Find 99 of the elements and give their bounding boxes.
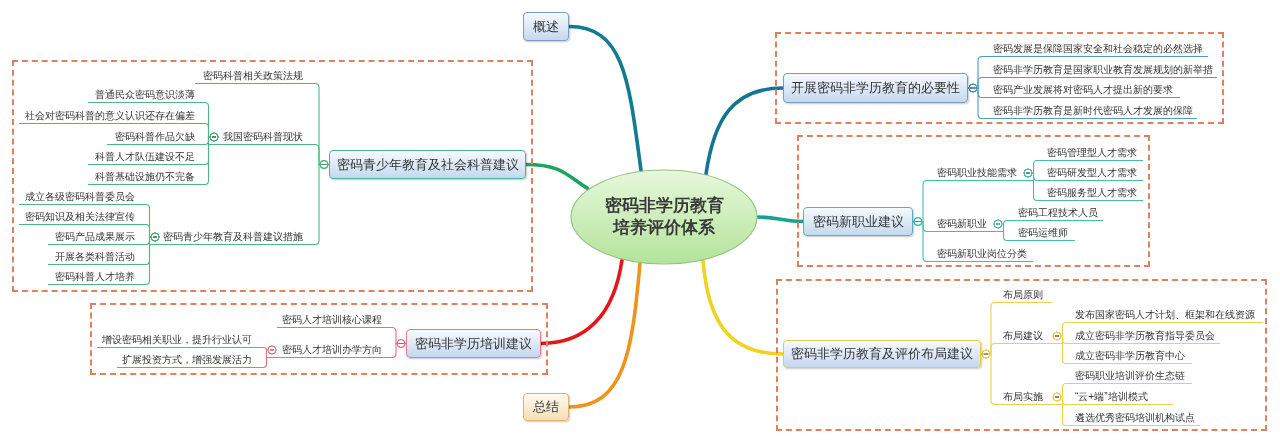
subtopic-text: 科普人才队伍建设不足 [95, 149, 195, 164]
underlined-subtopic [927, 246, 1033, 262]
subtopic-text: 密码工程技术人员 [1018, 205, 1098, 220]
dashed-group-frame [775, 32, 1224, 124]
subtopic-text: 密码管理型人才需求 [1047, 145, 1137, 160]
underlined-subtopic [97, 332, 263, 348]
subtopic-text: 扩展投资方式，增强发展活力 [122, 352, 252, 367]
subtopic-text: 密码新职业 [937, 216, 987, 231]
underlined-subtopic [48, 269, 146, 285]
subtopic-text: 密码研发型人才需求 [1047, 165, 1137, 180]
underlined-subtopic [107, 129, 205, 145]
underlined-subtopic [209, 129, 315, 145]
underlined-subtopic [19, 209, 146, 225]
connector-line [204, 132, 219, 186]
subtopic-text: 增设密码相关职业，提升行业认可 [102, 332, 252, 347]
branch-curve [567, 261, 642, 409]
topic-box: 密码非学历培训建议 [406, 329, 541, 358]
subtopic-text: 普通民众密码意识淡薄 [95, 87, 195, 102]
connector-line [391, 339, 407, 359]
underlined-subtopic [927, 165, 1033, 181]
underlined-subtopic [995, 328, 1062, 344]
underlined-subtopic [1066, 368, 1192, 384]
underlined-subtopic [1007, 205, 1103, 221]
topic-box: 概述 [523, 12, 569, 41]
connector-line [980, 349, 996, 406]
underlined-subtopic [995, 287, 1052, 303]
subtopic-text: “云+端”培训模式 [1075, 389, 1148, 404]
subtopic-text: 布局原则 [1003, 287, 1043, 302]
subtopic-text: 密码非学历教育是新时代密码人才发展的保障 [993, 103, 1193, 118]
subtopic-text: 开展各类科普活动 [55, 249, 135, 264]
underlined-subtopic [195, 68, 315, 84]
subtopic-text: 密码科普相关政策法规 [203, 68, 303, 83]
connector-line [993, 219, 1008, 242]
branch-curve [701, 258, 785, 356]
subtopic-text: 密码人才培训办学方向 [282, 342, 382, 357]
underlined-subtopic [88, 169, 205, 185]
topic-box: 密码青少年教育及社会科普建议 [329, 150, 526, 179]
topic-box: 密码非学历教育及评价布局建议 [783, 340, 981, 368]
underlined-subtopic [1066, 389, 1173, 405]
underlined-subtopic [88, 149, 205, 165]
underlined-subtopic [267, 342, 392, 358]
subtopic-text: 成立密码非学历教育指导委员会 [1075, 328, 1215, 343]
connector-line [1052, 331, 1067, 365]
dashed-group-frame [12, 60, 533, 292]
underlined-subtopic [1037, 145, 1143, 161]
underlined-subtopic [927, 216, 1003, 232]
underlined-subtopic [1007, 225, 1075, 241]
connector-line [262, 345, 277, 369]
underlined-subtopic [1037, 185, 1143, 201]
subtopic-text: 密码运维师 [1018, 225, 1068, 240]
topic-box: 总结 [523, 393, 569, 421]
underlined-subtopic [88, 87, 205, 103]
subtopic-text: 密码科普作品欠缺 [115, 129, 195, 144]
branch-curve [539, 258, 624, 346]
subtopic-text: 成立密码非学历教育中心 [1075, 348, 1185, 363]
subtopic-text: 密码服务型人才需求 [1047, 185, 1137, 200]
subtopic-text: 密码产业发展将对密码人才提出新的要求 [993, 82, 1173, 97]
subtopic-text: 密码职业技能需求 [937, 165, 1017, 180]
subtopic-text: 科普基础设施仍不完备 [95, 169, 195, 184]
subtopic-text: 布局实施 [1003, 389, 1043, 404]
subtopic-text: 遴选优秀密码培训机构试点 [1075, 410, 1195, 425]
branch-curve [567, 24, 643, 173]
subtopic-text: 密码发展是保障国家安全和社会稳定的必然选择 [993, 41, 1203, 56]
subtopic-text: 密码职业培训评价生态链 [1075, 368, 1185, 383]
branch-curve [524, 162, 590, 191]
connector-line [1023, 168, 1038, 202]
subtopic-text: 密码科普人才培养 [55, 269, 135, 284]
dashed-group-frame [776, 279, 1267, 431]
subtopic-text: 密码知识及相关法律宣传 [25, 209, 135, 224]
connector-line [1052, 392, 1067, 427]
underlined-subtopic [277, 312, 392, 328]
subtopic-text: 布局建议 [1003, 328, 1043, 343]
subtopic-text: 社会对密码科普的意义认识还存在偏差 [25, 108, 195, 123]
topic-box: 密码新职业建议 [803, 207, 913, 236]
underlined-subtopic [1066, 348, 1192, 364]
underlined-subtopic [48, 229, 146, 245]
underlined-subtopic [1066, 410, 1200, 426]
branch-curve [704, 86, 785, 176]
dashed-group-frame [90, 303, 548, 375]
connector-line [314, 160, 330, 246]
underlined-subtopic [48, 249, 146, 265]
dashed-group-frame [797, 135, 1150, 267]
subtopic-text: 成立各级密码科普委员会 [25, 189, 135, 204]
subtopic-text: 密码人才培训核心课程 [282, 312, 382, 327]
subtopic-text: 密码非学历教育是国家职业教育发展规划的新举措 [993, 62, 1213, 77]
topic-box: 开展密码非学历教育的必要性 [783, 73, 968, 103]
subtopic-text: 密码产品成果展示 [55, 229, 135, 244]
underlined-subtopic [1037, 165, 1143, 181]
underlined-subtopic [150, 229, 315, 245]
subtopic-text: 密码青少年教育及科普建议措施 [163, 229, 303, 244]
underlined-subtopic [19, 189, 146, 205]
subtopic-text: 密码新职业岗位分类 [937, 246, 1027, 261]
subtopic-text: 发布国家密码人才计划、框架和在线资源 [1075, 307, 1255, 322]
connector-line [967, 83, 983, 120]
connector-line [145, 232, 160, 286]
underlined-subtopic [117, 352, 263, 368]
underlined-subtopic [995, 389, 1062, 405]
subtopic-text: 我国密码科普现状 [223, 129, 303, 144]
central-topic-text: 密码非学历教育培养评价体系 [603, 195, 725, 239]
